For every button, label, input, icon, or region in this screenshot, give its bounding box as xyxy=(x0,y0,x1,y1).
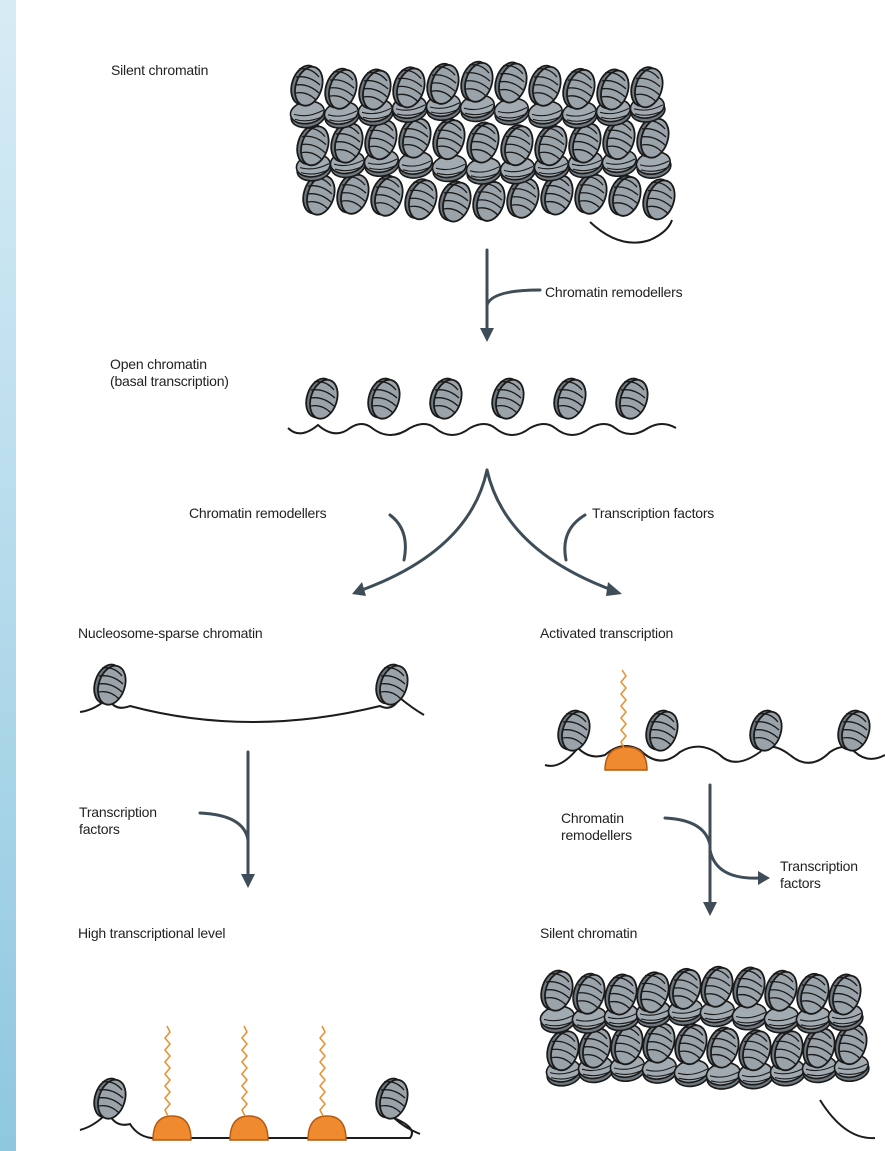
activated-transcription-fiber xyxy=(545,670,885,770)
polymerase-3 xyxy=(308,1026,346,1140)
polymerase-2 xyxy=(230,1026,268,1140)
label-transcription-factors-right: Transcription factors xyxy=(592,505,714,522)
nucleosome xyxy=(286,62,327,109)
label-silent-chromatin-top: Silent chromatin xyxy=(111,62,208,79)
branch-arrows xyxy=(352,470,622,596)
nucleosome xyxy=(428,115,469,162)
nucleosome xyxy=(400,176,441,223)
label-transcription-factors-right-2: Transcription factors xyxy=(780,858,858,892)
nucleosome xyxy=(434,178,475,225)
rna-transcript xyxy=(621,670,626,748)
label-chromatin-remodellers-left: Chromatin remodellers xyxy=(189,505,326,522)
label-activated-transcription: Activated transcription xyxy=(540,625,673,642)
nucleosome xyxy=(604,172,645,219)
nucleosome xyxy=(462,119,503,166)
silent-chromatin-fiber-bottom xyxy=(536,963,875,1138)
label-open-chromatin: Open chromatin (basal transcription) xyxy=(110,356,229,390)
arrow-remodelling-1 xyxy=(480,250,540,342)
arrow-right-down xyxy=(665,785,770,916)
nucleosome xyxy=(366,172,407,219)
nucleosome xyxy=(490,59,531,106)
nucleosome-sparse-fiber xyxy=(80,661,424,722)
label-nucleosome-sparse: Nucleosome-sparse chromatin xyxy=(78,625,262,642)
nucleosome xyxy=(702,1024,743,1071)
label-transcription-factors-left: Transcription factors xyxy=(79,804,157,838)
nucleosome xyxy=(670,1020,711,1067)
label-chromatin-remodellers-1: Chromatin remodellers xyxy=(545,284,682,301)
label-high-transcriptional-level: High transcriptional level xyxy=(78,925,225,942)
arrow-left-down xyxy=(200,752,255,888)
high-transcription-fiber xyxy=(80,1026,420,1140)
nucleosome xyxy=(524,62,565,109)
nucleosome xyxy=(760,967,801,1014)
nucleosome xyxy=(536,967,577,1014)
silent-chromatin-fiber-top xyxy=(286,58,679,243)
label-chromatin-remodellers-right: Chromatin remodellers xyxy=(561,810,632,844)
open-chromatin-array xyxy=(288,375,676,435)
label-silent-chromatin-bottom: Silent chromatin xyxy=(540,925,637,942)
nucleosome xyxy=(728,964,769,1011)
nucleosome xyxy=(468,177,509,224)
nucleosome xyxy=(638,176,679,223)
polymerase-1 xyxy=(153,1026,191,1140)
